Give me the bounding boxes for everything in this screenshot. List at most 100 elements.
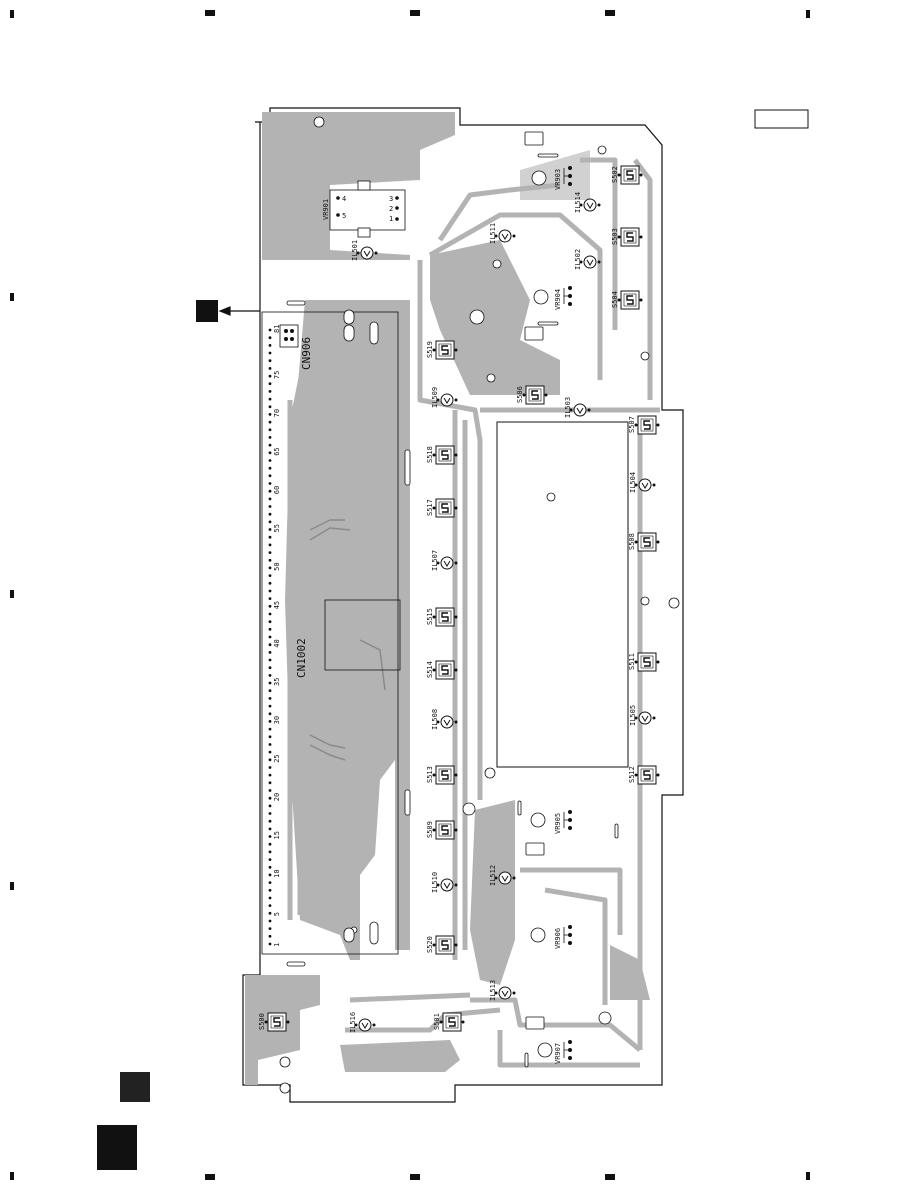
switch-label: S520: [426, 936, 434, 953]
pin-number-label: 15: [273, 831, 281, 839]
connector-pin: [268, 766, 272, 769]
pin-row: [268, 328, 272, 946]
svg-text:1: 1: [389, 215, 393, 223]
connector-pin: [268, 827, 272, 831]
connector-pin: [268, 336, 272, 340]
lamp-il502: IL502: [574, 249, 601, 270]
switch-s513: S513: [426, 765, 458, 785]
connector-pin: [268, 789, 272, 792]
lamp-il501: IL501: [351, 240, 378, 261]
connector-pin: [268, 543, 272, 547]
connector-pin: [268, 528, 272, 531]
switch-s502: S502: [611, 165, 643, 185]
resistor-label: VR905: [554, 813, 562, 834]
switch-s515: S515: [426, 607, 458, 627]
switch-s508: S508: [628, 532, 660, 552]
switch-s503: S503: [611, 227, 643, 247]
lamp-label: IL504: [629, 472, 637, 493]
connector-pin: [268, 512, 272, 516]
connector-pin: [268, 758, 272, 762]
connector-pin: [268, 351, 272, 355]
lamp-il512: IL512: [489, 865, 516, 886]
connector-pin: [268, 819, 272, 823]
switch-label: S515: [426, 608, 434, 625]
resistor-label: VR903: [554, 169, 562, 190]
lamp-label: IL501: [351, 240, 359, 261]
lamp-il507: IL507: [431, 550, 458, 571]
connector-pin: [268, 397, 272, 401]
connector-pin: [268, 743, 272, 746]
lamp-label: IL514: [574, 192, 582, 213]
lamp-label: IL513: [489, 980, 497, 1001]
pin-number-label: 45: [273, 601, 281, 609]
connector-pin: [268, 919, 272, 923]
connector-pin: [268, 443, 272, 447]
pin-number-label: 70: [273, 409, 281, 417]
resistor-vr906: VR906: [554, 925, 572, 949]
switch-s519: S519: [426, 340, 458, 360]
connector-pin: [268, 781, 272, 785]
connector-pin: [268, 589, 272, 593]
connector-pin: [268, 934, 272, 938]
thin-traces: [309, 519, 386, 761]
connector-pin: [268, 620, 272, 624]
connector-pin: [268, 581, 272, 585]
lamp-label: IL511: [489, 223, 497, 244]
resistor-label: VR907: [554, 1043, 562, 1064]
connector-pin: [268, 812, 272, 815]
connector-pin: [268, 643, 272, 647]
connector-pin: [268, 835, 272, 838]
resistor-vr903: VR903: [554, 166, 572, 190]
connector-cn1002: CN1002: [261, 311, 401, 955]
connector-pin: [268, 466, 272, 470]
connector-pin: [268, 927, 272, 930]
connector-pin: [268, 720, 272, 723]
connector-pin: [268, 520, 272, 524]
pin-number-label: 5: [273, 912, 281, 916]
header-block: 4 5 3 2 1: [329, 180, 406, 238]
connector-pin: [268, 482, 272, 485]
pin-number-label: 65: [273, 447, 281, 455]
connector-pin: [268, 604, 272, 608]
connector-pin: [268, 551, 272, 554]
svg-text:2: 2: [389, 205, 393, 213]
pin-number-label: 40: [273, 639, 281, 647]
resistor-vr901: VR901: [322, 199, 330, 220]
connector-pin: [268, 735, 272, 739]
connector-pin: [268, 850, 272, 854]
connector-pin: [268, 858, 272, 861]
resistor-vr904: VR904: [554, 286, 572, 310]
switch-s500: S500: [258, 1012, 290, 1032]
connector-pin: [268, 666, 272, 670]
resistor-label: VR906: [554, 928, 562, 949]
pin-number-label: 60: [273, 486, 281, 494]
connector-pin: [268, 773, 272, 777]
pin-number-label: 25: [273, 754, 281, 762]
switch-label: S511: [628, 653, 636, 670]
switch-s512: S512: [628, 765, 660, 785]
switch-label: S517: [426, 499, 434, 516]
lamp-label: IL512: [489, 865, 497, 886]
connector-pin: [268, 842, 272, 846]
connector-pin: [268, 674, 272, 677]
lamp-il504: IL504: [629, 472, 656, 493]
connector-pin: [268, 367, 272, 370]
switch-label: S503: [611, 228, 619, 245]
mounting-holes: [279, 116, 680, 1094]
connector-pin: [268, 796, 272, 800]
connector-pin: [268, 558, 272, 562]
switch-s514: S514: [426, 660, 458, 680]
pin-number-label: 35: [273, 678, 281, 686]
pin-number-label: 75: [273, 371, 281, 379]
connector-pin: [268, 535, 272, 539]
connector-pin: [268, 704, 272, 708]
lamp-il503: IL503: [564, 397, 591, 418]
connector-pin: [268, 382, 272, 386]
switch-s501: S501: [433, 1012, 465, 1032]
connector-pin: [268, 727, 272, 731]
switch-s509: S509: [426, 820, 458, 840]
